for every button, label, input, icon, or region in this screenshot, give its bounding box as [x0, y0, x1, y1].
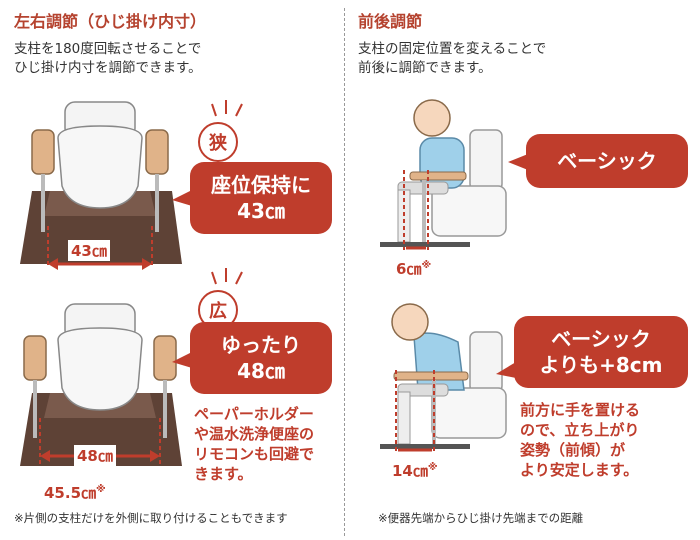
basic-measure-label: 6㎝※ [396, 258, 431, 279]
armrest [393, 371, 469, 381]
toilet-bowl [57, 327, 143, 411]
toilet-tank [469, 129, 503, 191]
floor-line [380, 444, 470, 449]
narrow-measure-label: 43㎝ [68, 240, 110, 261]
callout-pointer [496, 362, 516, 378]
right-section-title: 前後調節 [358, 12, 423, 31]
narrow-callout: 座位保持に 43㎝ [190, 162, 332, 234]
emphasis-lines-icon [211, 100, 243, 117]
basic-callout-label: ベーシック [557, 149, 657, 173]
section-divider [344, 8, 345, 536]
plus-callout-line1: ベーシック [551, 327, 651, 351]
arrow-head-left [40, 450, 50, 462]
callout-pointer [508, 154, 528, 170]
wide-callout-line2: 48㎝ [237, 359, 285, 383]
arrow-head-right [150, 450, 160, 462]
basic-measure-value: 6㎝ [396, 260, 422, 278]
callout-pointer [172, 352, 192, 368]
wide-extra-text: ペーパーホルダー や温水洗浄便座の リモコンも回避で きます。 [194, 405, 315, 483]
right-footnote: ※便器先端からひじ掛け先端までの距離 [378, 511, 584, 525]
narrow-callout-line1: 座位保持に [211, 173, 311, 197]
support-pole [422, 180, 426, 246]
support-left [41, 174, 45, 232]
person-head [391, 303, 429, 341]
wide-callout: ゆったり 48㎝ [190, 322, 332, 394]
asterisk: ※ [427, 462, 438, 473]
left-section-description: 支柱を180度回転させることで ひじ掛け内寸を調節できます。 [14, 41, 202, 76]
callout-pointer [172, 190, 192, 206]
left-section-title: 左右調節（ひじ掛け内寸） [14, 12, 207, 31]
toilet-bowl [431, 185, 507, 237]
wide-callout-line1: ゆったり [221, 333, 301, 357]
armrest [409, 171, 467, 181]
person-head [413, 99, 451, 137]
plus-measure-value: 14㎝ [392, 462, 428, 480]
plus-measure-label: 14㎝※ [392, 460, 438, 481]
toilet-bowl [57, 125, 143, 209]
toilet-narrow-illustration [20, 101, 182, 270]
arrow-head-left [48, 258, 58, 270]
asterisk: ※ [421, 260, 432, 271]
armrest-left [31, 129, 55, 175]
narrow-badge: 狭 [198, 122, 238, 162]
asterisk: ※ [96, 484, 106, 495]
seated-person-leaning-illustration [380, 303, 507, 452]
support-right [155, 174, 159, 232]
floor-line [380, 242, 470, 247]
plus-callout-line2: よりも+8cm [539, 353, 663, 377]
toilet-wide-illustration [20, 303, 182, 466]
right-section-description: 支柱の固定位置を変えることで 前後に調節できます。 [358, 41, 547, 76]
basic-callout: ベーシック [526, 134, 688, 188]
plus-extra-text: 前方に手を置ける ので、立ち上がり 姿勢（前傾）が より安定します。 [520, 401, 641, 479]
wide-measure-2-value: 45.5㎝ [44, 484, 97, 502]
armrest-left [23, 335, 47, 381]
wide-measure-label-2: 45.5㎝※ [44, 482, 106, 503]
plus-callout: ベーシック よりも+8cm [514, 316, 688, 388]
arrow-head-right [142, 258, 152, 270]
narrow-callout-line2: 43㎝ [237, 199, 285, 223]
person-shirt [413, 332, 465, 391]
support-right [163, 380, 167, 438]
wide-measure-label: 48㎝ [74, 445, 116, 466]
seated-person-upright-illustration [380, 99, 507, 250]
left-footnote: ※片側の支柱だけを外側に取り付けることもできます [14, 511, 288, 525]
support-left [33, 380, 37, 438]
person-leg [397, 391, 411, 445]
wide-badge: 広 [198, 290, 238, 330]
armrest-right [145, 129, 169, 175]
emphasis-lines-icon [211, 268, 243, 285]
